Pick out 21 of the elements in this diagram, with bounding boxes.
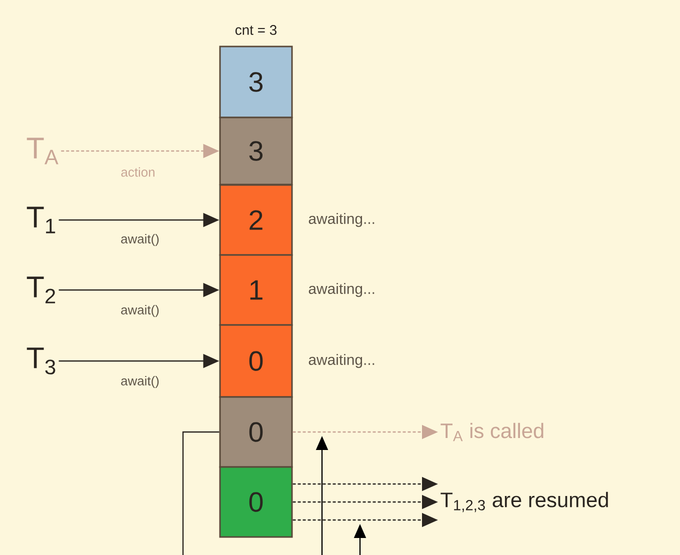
counter-cell: 0 bbox=[219, 396, 293, 468]
counter-cell: 3 bbox=[219, 46, 293, 118]
status-text: awaiting... bbox=[308, 283, 374, 297]
status-text: awaiting... bbox=[308, 213, 374, 227]
edge-label: await() bbox=[120, 304, 160, 318]
counter-label: cnt = 3 bbox=[235, 25, 276, 35]
edge-label: await() bbox=[120, 374, 160, 390]
counter-cell: 1 bbox=[219, 254, 293, 326]
thread-label: T$_{A}$ is called bbox=[440, 422, 544, 442]
edge-label: await() bbox=[120, 232, 160, 248]
status-text: awaiting... bbox=[308, 354, 374, 368]
thread-label: T$_{3}$ bbox=[26, 348, 56, 374]
thread-label: T$_{A}$ bbox=[26, 138, 58, 164]
counter-cell: 0 bbox=[219, 466, 293, 538]
thread-label: T$_{1}$ bbox=[26, 206, 56, 234]
counter-cell: 2 bbox=[219, 184, 293, 256]
thread-label: T$_{1,2,3}$ are resumed bbox=[440, 492, 608, 512]
thread-label: T$_{2}$ bbox=[26, 276, 56, 304]
counter-cell: 0 bbox=[219, 324, 293, 398]
edge-label: action bbox=[120, 166, 156, 178]
counter-cell: 3 bbox=[219, 116, 293, 186]
